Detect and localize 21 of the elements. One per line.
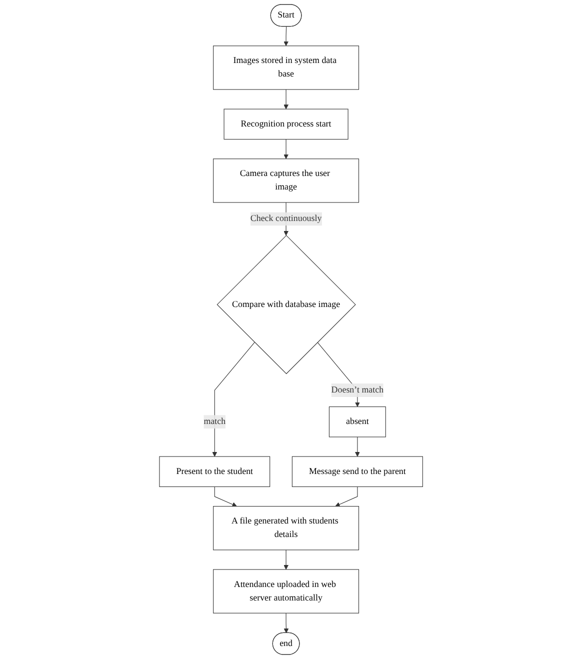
edge-label: Doesn’t match bbox=[331, 385, 384, 395]
node-box: Message send to the parent bbox=[292, 456, 423, 487]
arrow bbox=[212, 342, 255, 457]
arrow bbox=[335, 486, 358, 507]
arrow bbox=[284, 139, 288, 160]
edge-label: Check continuously bbox=[250, 214, 322, 224]
edge-label: match bbox=[204, 416, 226, 426]
node-diamond: Compare with database image bbox=[216, 235, 356, 374]
arrow bbox=[284, 612, 289, 634]
node-box: Recognition process start bbox=[224, 108, 348, 140]
node-box: Images stored in system data base bbox=[212, 46, 359, 90]
node-box: Present to the student bbox=[159, 456, 270, 487]
node-box: Camera captures the user image bbox=[212, 158, 359, 203]
arrow bbox=[214, 486, 237, 507]
node-box: A file generated with students details bbox=[212, 506, 359, 550]
arrow bbox=[284, 26, 288, 46]
arrow bbox=[354, 436, 360, 457]
arrow bbox=[284, 550, 288, 570]
arrow bbox=[284, 89, 288, 110]
node-box: absent bbox=[328, 406, 386, 438]
node-box: Attendance uploaded in web server automatically bbox=[212, 569, 359, 614]
